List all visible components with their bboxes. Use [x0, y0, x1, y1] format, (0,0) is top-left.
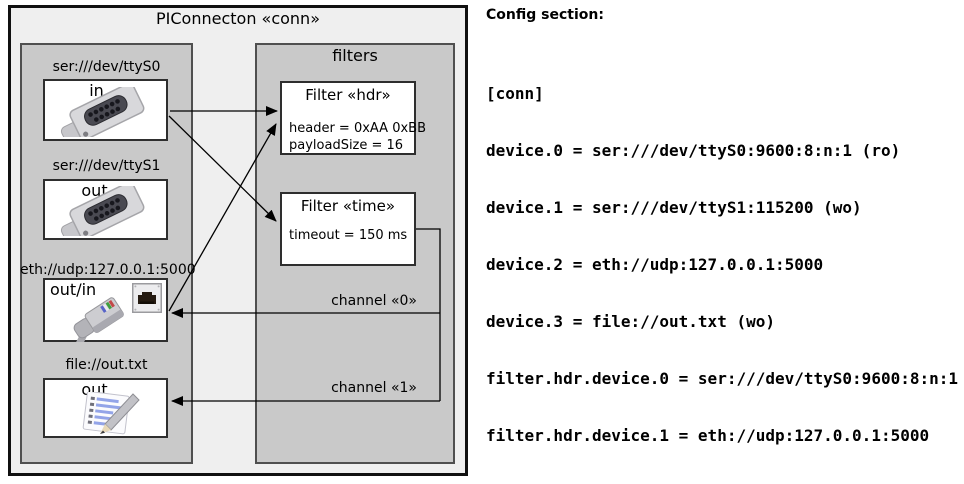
- config-section: [conn] device.0 = ser:///dev/ttyS0:9600:…: [486, 46, 964, 484]
- notepad-pen-icon: [82, 392, 140, 435]
- device-label-ttys1: ser:///dev/ttyS1: [52, 158, 161, 174]
- config-line: device.0 = ser:///dev/ttyS0:9600:8:n:1 (…: [486, 141, 901, 160]
- device-box-ttys1: out: [43, 179, 168, 240]
- filter-prop: timeout = 150 ms: [289, 228, 408, 243]
- filter-props: header = 0xAA 0xBB payloadSize = 16: [289, 120, 427, 154]
- filter-title: Filter «time»: [300, 197, 396, 215]
- serial-connector-icon: [60, 186, 145, 236]
- device-label-ttys0: ser:///dev/ttyS0: [52, 59, 161, 75]
- config-line: device.1 = ser:///dev/ttyS1:115200 (wo): [486, 198, 862, 217]
- device-direction: in: [89, 81, 104, 100]
- serial-connector-icon: [60, 87, 145, 137]
- diagram-title: PIConnecton «conn»: [156, 9, 320, 28]
- device-box-file: out: [43, 378, 168, 438]
- filters-panel-label: filters: [332, 46, 378, 65]
- config-line: device.3 = file://out.txt (wo): [486, 312, 775, 331]
- device-label-file: file://out.txt: [65, 357, 148, 373]
- device-box-ttys0: in: [43, 79, 168, 141]
- network-port-icon: [132, 283, 162, 313]
- filter-props: timeout = 150 ms: [289, 227, 412, 244]
- channel-label-0: channel «0»: [331, 293, 417, 309]
- config-heading: Config section:: [486, 7, 604, 23]
- filter-box-time: Filter «time» timeout = 150 ms: [280, 192, 416, 266]
- config-line: [conn]: [486, 84, 544, 103]
- config-line: filter.hdr.device.0 = ser:///dev/ttyS0:9…: [486, 369, 959, 388]
- filter-title: Filter «hdr»: [305, 86, 391, 104]
- channel-label-1: channel «1»: [331, 380, 417, 396]
- device-label-eth: eth://udp:127.0.0.1:5000: [20, 262, 196, 278]
- filter-prop: payloadSize = 16: [289, 138, 404, 153]
- ethernet-plug-icon: [69, 297, 124, 342]
- device-box-eth: out/in: [43, 278, 168, 342]
- filter-box-hdr: Filter «hdr» header = 0xAA 0xBB payloadS…: [280, 81, 427, 155]
- config-line: device.2 = eth://udp:127.0.0.1:5000: [486, 255, 824, 274]
- config-line: filter.hdr.device.1 = eth://udp:127.0.0.…: [486, 426, 930, 445]
- device-direction: out/in: [50, 280, 97, 299]
- filter-prop: header = 0xAA 0xBB: [289, 121, 427, 136]
